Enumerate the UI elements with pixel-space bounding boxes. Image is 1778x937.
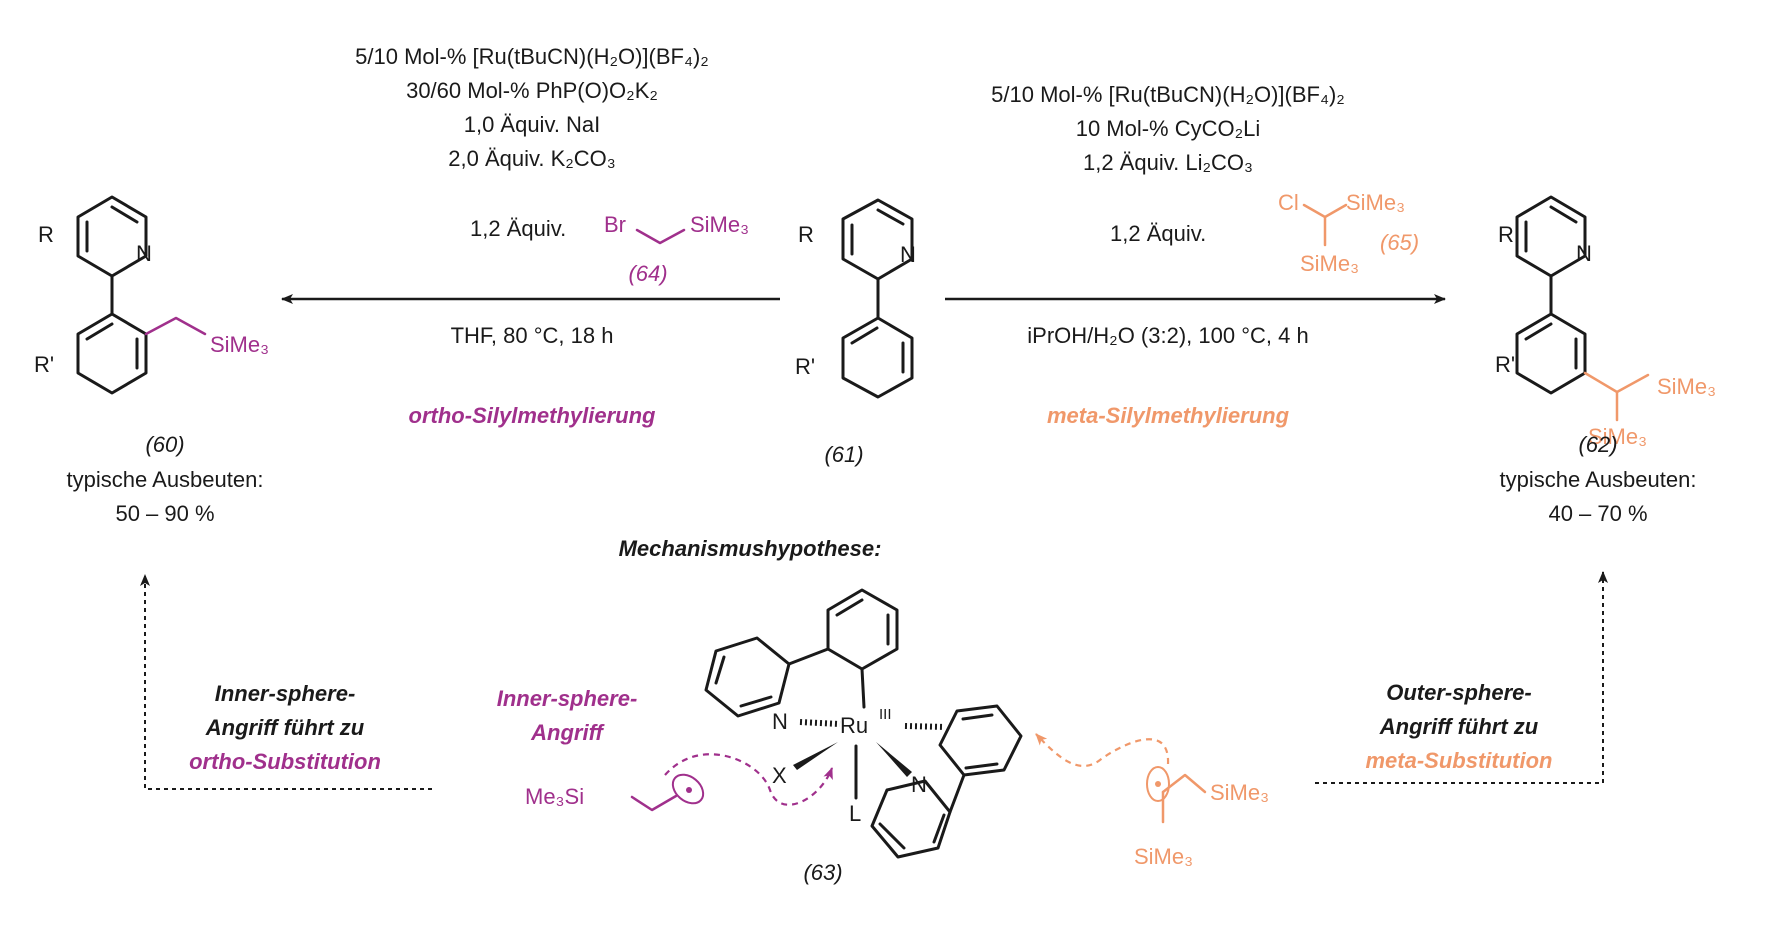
inner-sphere-label-2: Angriff — [531, 720, 603, 745]
reagent-65-chain — [1302, 203, 1348, 247]
complex-structure — [704, 588, 1023, 859]
right-note-line3: meta-Substitution — [1365, 748, 1553, 773]
radical-left-me3si: Me₃Si — [525, 784, 585, 809]
mechanism-title: Mechanismushypothese: — [618, 536, 882, 561]
right-reagent-sime3-b: SiMe₃ — [1300, 251, 1360, 276]
substrate-r: R — [798, 222, 814, 247]
left-note-line2: Angriff führt zu — [205, 715, 365, 740]
product-left-r: R — [38, 222, 54, 247]
product-left-yield-range: 50 – 90 % — [115, 501, 215, 526]
reagent-64-chain — [635, 228, 686, 245]
left-reagent-sime3: SiMe₃ — [690, 212, 750, 237]
ortho-reaction-name: ortho-Silylmethylierung — [408, 403, 656, 428]
left-condition-line3: 1,0 Äquiv. NaI — [463, 112, 601, 137]
complex-n2: N — [911, 772, 927, 797]
product-left-structure — [76, 195, 207, 395]
left-condition-line2: 30/60 Mol-% PhP(O)O₂K₂ — [406, 78, 658, 103]
product-right-sime3-b: SiMe₃ — [1588, 424, 1648, 449]
product-right-structure — [1515, 195, 1650, 422]
right-condition-line1: 5/10 Mol-% [Ru(tBuCN)(H₂O)](BF₄)₂ — [991, 82, 1345, 107]
outer-sphere-path — [1315, 571, 1608, 784]
complex-oxidation-state: III — [879, 706, 892, 723]
substrate-structure — [841, 198, 914, 399]
left-note-line1: Inner-sphere- — [214, 681, 356, 706]
radical-left — [630, 753, 834, 812]
substrate-r-prime: R' — [795, 354, 816, 379]
complex-n1: N — [772, 709, 788, 734]
complex-l: L — [849, 801, 862, 826]
product-left-n: N — [136, 241, 152, 266]
radical-right-sime3-b: SiMe₃ — [1134, 844, 1194, 869]
product-right-r-prime: R' — [1495, 352, 1516, 377]
substrate-label: (61) — [824, 442, 864, 467]
substrate-n: N — [900, 242, 916, 267]
product-right-r: R — [1498, 222, 1514, 247]
product-right-sime3-a: SiMe₃ — [1657, 374, 1717, 399]
left-reagent-br: Br — [604, 212, 626, 237]
complex-x: X — [772, 763, 787, 788]
product-right-n: N — [1576, 241, 1592, 266]
complex-label: (63) — [803, 860, 843, 885]
left-condition-line4: 2,0 Äquiv. K₂CO₃ — [448, 146, 616, 171]
right-condition-line2: 10 Mol-% CyCO₂Li — [1075, 116, 1261, 141]
left-solvent: THF, 80 °C, 18 h — [450, 323, 614, 348]
product-right-yield-range: 40 – 70 % — [1548, 501, 1648, 526]
product-left-sime3: SiMe₃ — [210, 332, 270, 357]
reagent-65-label: (65) — [1380, 230, 1420, 255]
right-note-line2: Angriff führt zu — [1379, 714, 1539, 739]
meta-reaction-name: meta-Silylmethylierung — [1046, 403, 1290, 428]
product-right-yield-title: typische Ausbeuten: — [1499, 467, 1697, 492]
radical-right — [1035, 733, 1207, 824]
radical-right-sime3-a: SiMe₃ — [1210, 780, 1270, 805]
right-reagent-cl: Cl — [1278, 190, 1299, 215]
right-solvent: iPrOH/H₂O (3:2), 100 °C, 4 h — [1027, 323, 1309, 348]
product-left-r-prime: R' — [34, 352, 55, 377]
product-right-label: (62) — [1578, 432, 1618, 457]
right-note-line1: Outer-sphere- — [1386, 680, 1532, 705]
product-left-yield-title: typische Ausbeuten: — [66, 467, 264, 492]
product-left-label: (60) — [145, 432, 185, 457]
right-reagent-prefix: 1,2 Äquiv. — [1110, 221, 1207, 246]
right-reagent-sime3-a: SiMe₃ — [1346, 190, 1406, 215]
left-condition-line1: 5/10 Mol-% [Ru(tBuCN)(H₂O)](BF₄)₂ — [355, 44, 709, 69]
right-condition-line3: 1,2 Äquiv. Li₂CO₃ — [1083, 150, 1253, 175]
inner-sphere-label-1: Inner-sphere- — [496, 686, 638, 711]
reagent-64-label: (64) — [628, 261, 668, 286]
left-reagent-prefix: 1,2 Äquiv. — [470, 216, 567, 241]
left-note-line3: ortho-Substitution — [189, 749, 381, 774]
complex-ru: Ru — [840, 713, 869, 738]
